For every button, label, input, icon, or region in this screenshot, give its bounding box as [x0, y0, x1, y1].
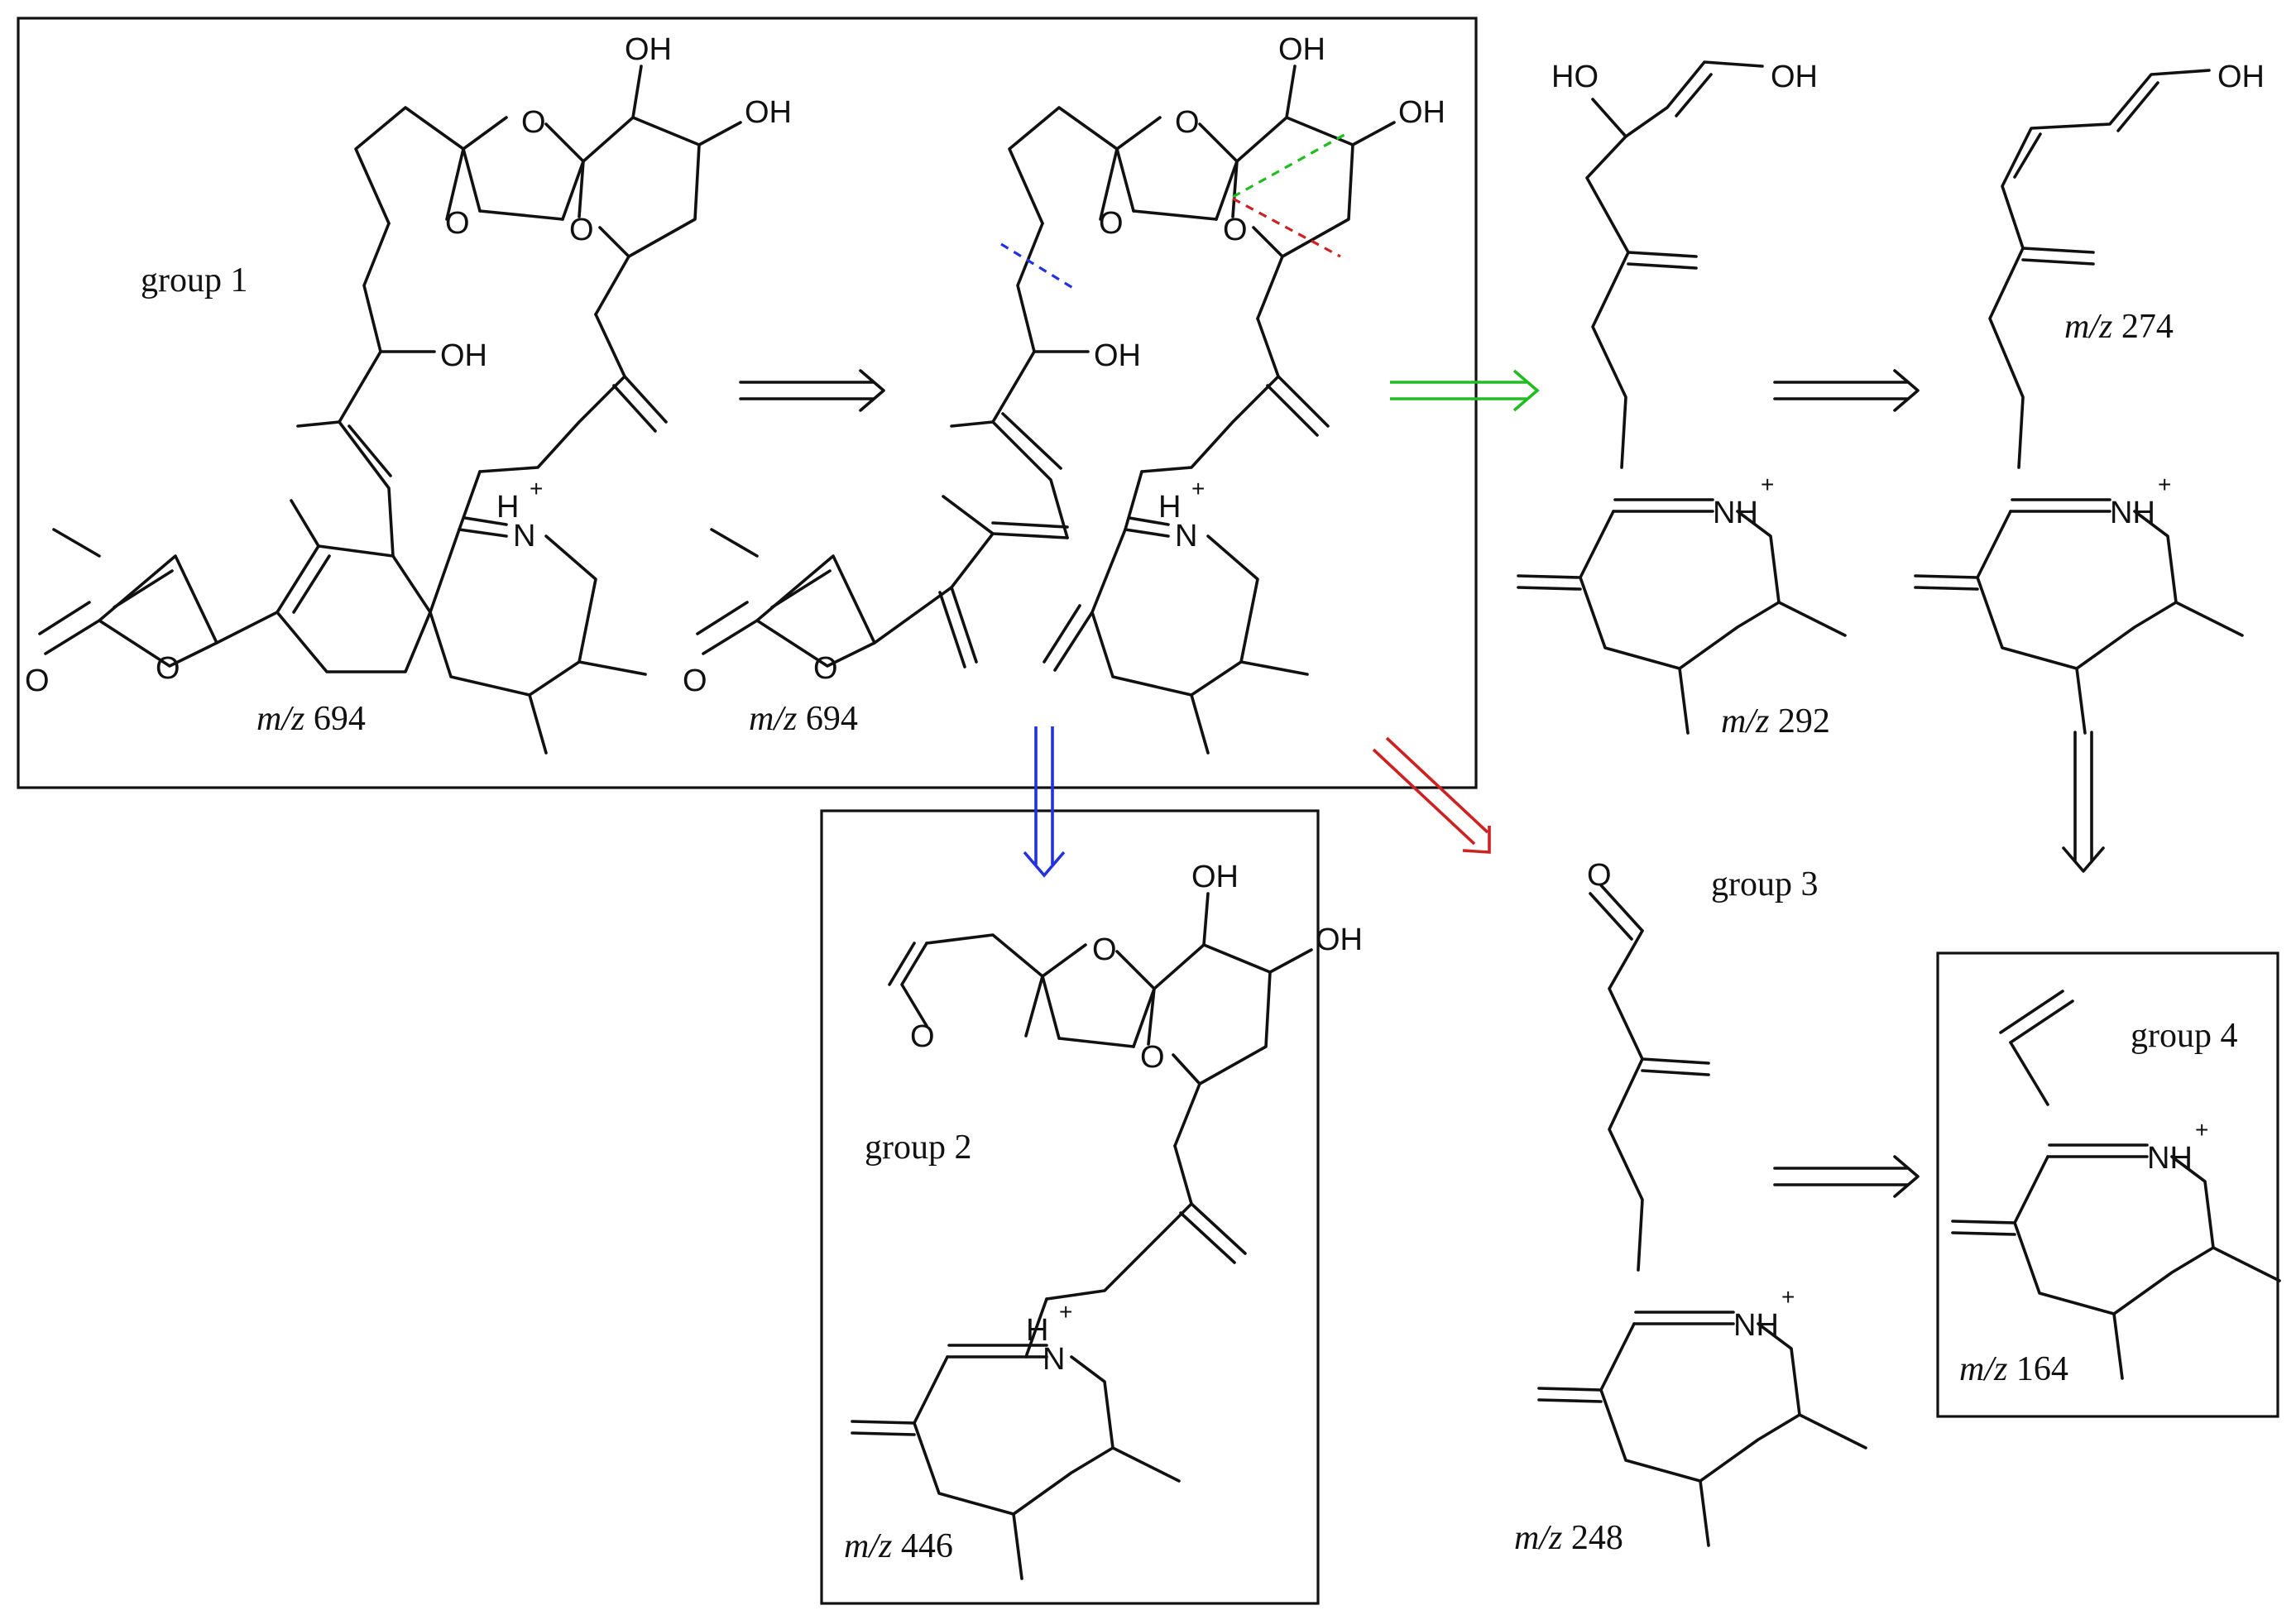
- svg-text:N: N: [513, 519, 535, 554]
- svg-text:OH: OH: [1278, 32, 1325, 67]
- svg-text:+: +: [2158, 472, 2171, 497]
- structure-f-bonds: [1537, 884, 1867, 1547]
- svg-text:NH: NH: [1733, 1308, 1779, 1343]
- structure-c-atoms: HO OH NH +: [1551, 60, 1818, 530]
- svg-text:OH: OH: [1094, 338, 1141, 373]
- svg-text:+: +: [1761, 472, 1774, 497]
- group2-label: group 2: [865, 1129, 972, 1167]
- svg-text:OH: OH: [1316, 923, 1363, 957]
- svg-text:+: +: [1059, 1299, 1072, 1325]
- svg-text:O: O: [1175, 105, 1200, 140]
- arrow-blue: [1023, 726, 1066, 878]
- structure-a-atoms: O O OH O O O OH OH N H +: [25, 32, 792, 698]
- svg-text:OH: OH: [1771, 60, 1818, 94]
- mz-g: m/z 164: [1959, 1350, 2068, 1388]
- structure-c-bonds: [1517, 60, 1847, 735]
- svg-text:O: O: [813, 651, 838, 686]
- group4-label: group 4: [2131, 1017, 2238, 1055]
- structure-b-bonds: [696, 65, 1396, 755]
- svg-text:O: O: [445, 206, 470, 241]
- svg-text:O: O: [569, 213, 594, 247]
- mz-b: m/z 694: [749, 700, 858, 738]
- svg-text:H: H: [496, 490, 519, 525]
- group4-box: [1936, 951, 2279, 1418]
- structure-e-atoms: O O O OH OH N H +: [910, 860, 1363, 1377]
- svg-text:O: O: [1092, 932, 1117, 967]
- mz-d: m/z 274: [2064, 308, 2174, 346]
- structure-g-atoms: NH +: [2147, 1117, 2208, 1176]
- svg-text:N: N: [1175, 519, 1197, 554]
- mz-f: m/z 248: [1514, 1519, 1623, 1557]
- svg-text:+: +: [1191, 476, 1205, 501]
- structure-d-bonds: [1914, 69, 2244, 735]
- structure-e-bonds: [851, 892, 1313, 1580]
- structure-a-bonds: [38, 65, 742, 755]
- svg-text:N: N: [1043, 1342, 1065, 1377]
- group2-box: [820, 809, 1320, 1605]
- arrow-green: [1390, 369, 1540, 412]
- svg-text:OH: OH: [2217, 60, 2265, 94]
- svg-text:O: O: [1099, 206, 1124, 241]
- svg-text:H: H: [1158, 490, 1181, 525]
- arrow-a-to-b: [739, 369, 885, 412]
- svg-text:O: O: [25, 664, 50, 698]
- group1-label: group 1: [141, 261, 248, 300]
- svg-text:OH: OH: [625, 32, 672, 67]
- svg-text:NH: NH: [1713, 496, 1758, 530]
- arrow-f-to-g: [1773, 1155, 1920, 1198]
- svg-text:H: H: [1026, 1313, 1048, 1348]
- svg-text:+: +: [2195, 1117, 2208, 1143]
- svg-text:O: O: [1140, 1040, 1165, 1075]
- svg-text:+: +: [530, 476, 543, 501]
- structure-f-atoms: O NH +: [1587, 858, 1795, 1343]
- svg-text:HO: HO: [1551, 60, 1599, 94]
- svg-text:NH: NH: [2110, 496, 2155, 530]
- svg-text:OH: OH: [1191, 860, 1239, 894]
- svg-text:+: +: [1781, 1284, 1795, 1310]
- svg-text:O: O: [910, 1019, 935, 1054]
- structure-b-atoms: O O OH O O O OH OH N H +: [683, 32, 1445, 698]
- svg-text:O: O: [1587, 858, 1612, 893]
- group3-label: group 3: [1711, 865, 1819, 903]
- svg-text:O: O: [156, 651, 180, 686]
- mz-c: m/z 292: [1721, 702, 1830, 740]
- svg-text:O: O: [683, 664, 707, 698]
- group1-box: [17, 17, 1478, 789]
- svg-text:O: O: [1223, 213, 1248, 247]
- mz-a: m/z 694: [256, 700, 366, 738]
- structure-d-atoms: OH NH +: [2110, 60, 2265, 530]
- svg-text:OH: OH: [745, 95, 792, 130]
- structure-g-bonds: [1951, 990, 2281, 1380]
- svg-text:NH: NH: [2147, 1141, 2193, 1176]
- arrow-c-to-d: [1773, 369, 1920, 412]
- svg-text:OH: OH: [1398, 95, 1445, 130]
- mz-e: m/z 446: [844, 1527, 953, 1565]
- svg-text:OH: OH: [440, 338, 487, 373]
- arrow-red: [1372, 736, 1491, 854]
- arrow-d-to-g: [2062, 731, 2105, 873]
- svg-text:O: O: [521, 105, 546, 140]
